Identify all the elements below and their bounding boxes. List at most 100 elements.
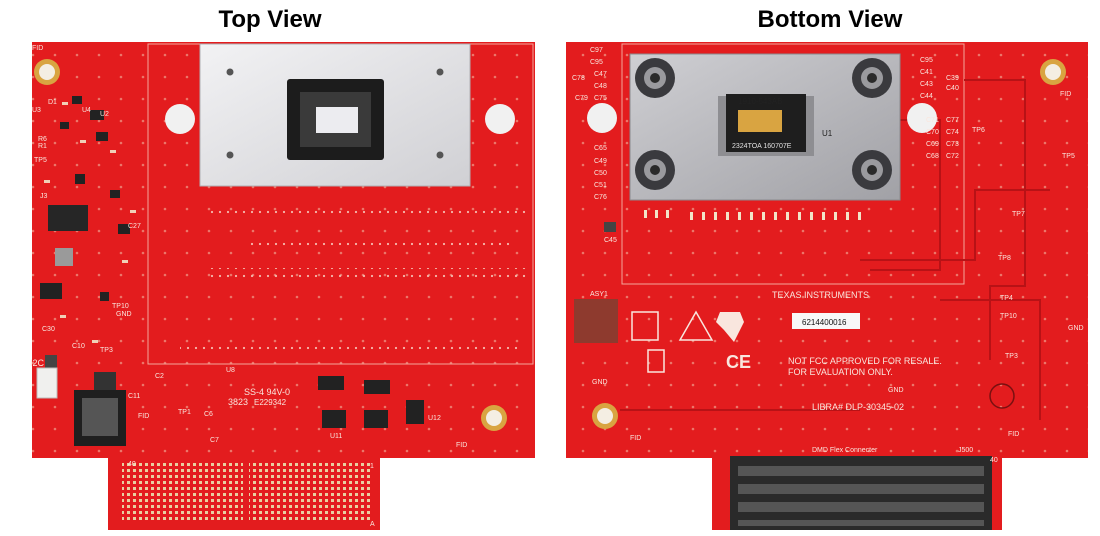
heatsink xyxy=(199,43,471,187)
label-ul-rating: SS-4 94V-0 xyxy=(244,387,290,397)
label-c74: C74 xyxy=(946,129,959,136)
label-fid-tl: FID xyxy=(32,45,43,52)
label-tp4: TP4 xyxy=(1000,295,1013,302)
component-cluster xyxy=(40,96,130,375)
label-c70: C70 xyxy=(926,129,939,136)
label-libra: LIBRA# DLP-30345-02 xyxy=(812,402,904,412)
label-c27: C27 xyxy=(128,223,141,230)
label-i2c: I2C xyxy=(30,358,45,368)
socket-screw xyxy=(635,58,675,98)
label-c73: C73 xyxy=(946,141,959,148)
label-fid-bl: FID xyxy=(630,435,641,442)
label-u8: U8 xyxy=(226,367,235,374)
label-texas-instruments: TEXAS INSTRUMENTS xyxy=(772,290,869,300)
socket-screw xyxy=(852,58,892,98)
label-date-code: 3823 xyxy=(228,397,248,407)
bottom-ics xyxy=(318,376,424,428)
hole-bottom-left xyxy=(587,103,617,133)
label-r1: R1 xyxy=(38,143,47,150)
label-tp1: TP1 xyxy=(178,409,191,416)
label-dmd-id: 1910-543AB xyxy=(738,97,782,106)
label-gnd-tp10: GND xyxy=(116,311,132,318)
label-gnd-mid: GND xyxy=(888,387,904,394)
label-u1: U1 xyxy=(822,129,833,138)
label-c95r: C95 xyxy=(920,57,933,64)
serial-sticker xyxy=(792,313,860,329)
label-c10: C10 xyxy=(72,343,85,350)
test-stamp xyxy=(989,383,1015,409)
mounting-hole-tr xyxy=(1040,59,1066,85)
label-tp10: TP10 xyxy=(112,303,129,310)
top-board xyxy=(32,42,535,530)
label-asy1: ASY1 xyxy=(590,291,608,298)
label-c68: C68 xyxy=(926,153,939,160)
ti-logo-icon xyxy=(716,312,744,342)
label-c30: C30 xyxy=(42,326,55,333)
label-c95: C95 xyxy=(590,59,603,66)
label-pin-40-bottom: 40 xyxy=(990,457,998,464)
label-c49: C49 xyxy=(594,158,607,165)
label-c97: C97 xyxy=(590,47,603,54)
label-tp6: TP6 xyxy=(972,127,985,134)
label-fid-br: FID xyxy=(456,442,467,449)
label-c50: C50 xyxy=(594,170,607,177)
socket-screw xyxy=(852,150,892,190)
label-note-eval: FOR EVALUATION ONLY. xyxy=(788,367,893,377)
label-c41: C41 xyxy=(920,69,933,76)
top-view-title: Top View xyxy=(218,6,322,33)
label-c7: C7 xyxy=(210,437,219,444)
label-fid-l: FID xyxy=(138,413,149,420)
label-tp3: TP3 xyxy=(1005,353,1018,360)
label-c45: C45 xyxy=(604,237,617,244)
mounting-hole-tl xyxy=(34,59,60,85)
label-c11: C11 xyxy=(128,393,140,400)
label-dmd-code: 2324TOA 160707E xyxy=(732,143,792,150)
label-ce-mark: CE xyxy=(726,352,751,372)
hole-bottom-right xyxy=(907,103,937,133)
i2c-connector xyxy=(36,367,58,399)
label-u12: U12 xyxy=(428,415,441,422)
label-c44: C44 xyxy=(920,93,933,100)
label-gnd-left: GND xyxy=(592,379,608,386)
label-tp7: TP7 xyxy=(1012,211,1025,218)
label-c48: C48 xyxy=(594,83,607,90)
label-c76: C76 xyxy=(594,194,607,201)
dmd-socket xyxy=(629,53,901,201)
label-c79: C79 xyxy=(575,95,588,102)
label-dmd-flex: DMD Flex Connecter xyxy=(812,447,878,454)
label-fid-br: FID xyxy=(1008,431,1019,438)
label-c2: C2 xyxy=(155,373,164,380)
weee-icon xyxy=(647,349,665,373)
bottom-board xyxy=(566,42,1088,530)
label-u11: U11 xyxy=(330,433,342,440)
label-c72: C72 xyxy=(946,153,959,160)
label-note-fcc: NOT FCC APPROVED FOR RESALE. xyxy=(788,356,942,366)
esd-warning-icon xyxy=(678,310,714,341)
label-u3: U3 xyxy=(32,107,41,114)
assembly-pad xyxy=(574,299,618,343)
label-c43: C43 xyxy=(920,81,933,88)
label-cert: E229342 xyxy=(254,398,287,407)
power-regulator xyxy=(74,372,126,446)
label-c51: C51 xyxy=(594,182,607,189)
label-c69: C69 xyxy=(926,141,939,148)
hole-right-heatsink xyxy=(485,104,515,134)
label-pin-a: A xyxy=(370,521,375,528)
label-fid-right: FID xyxy=(1060,91,1071,98)
label-c78: C78 xyxy=(572,75,585,82)
label-u2: U2 xyxy=(100,111,109,118)
label-c39: C39 xyxy=(946,75,959,82)
label-c75: C75 xyxy=(594,95,607,102)
label-r6: R6 xyxy=(38,136,47,143)
label-d1: D1 xyxy=(48,99,57,106)
label-c77: C77 xyxy=(946,117,959,124)
label-tp5: TP5 xyxy=(1062,153,1075,160)
bottom-view-title: Bottom View xyxy=(757,6,903,33)
label-c6: C6 xyxy=(204,411,213,418)
label-tp3: TP3 xyxy=(100,347,113,354)
socket-screw xyxy=(635,150,675,190)
label-c40: C40 xyxy=(946,85,959,92)
label-c71: C71 xyxy=(926,117,939,124)
mounting-hole-bl xyxy=(592,403,618,429)
